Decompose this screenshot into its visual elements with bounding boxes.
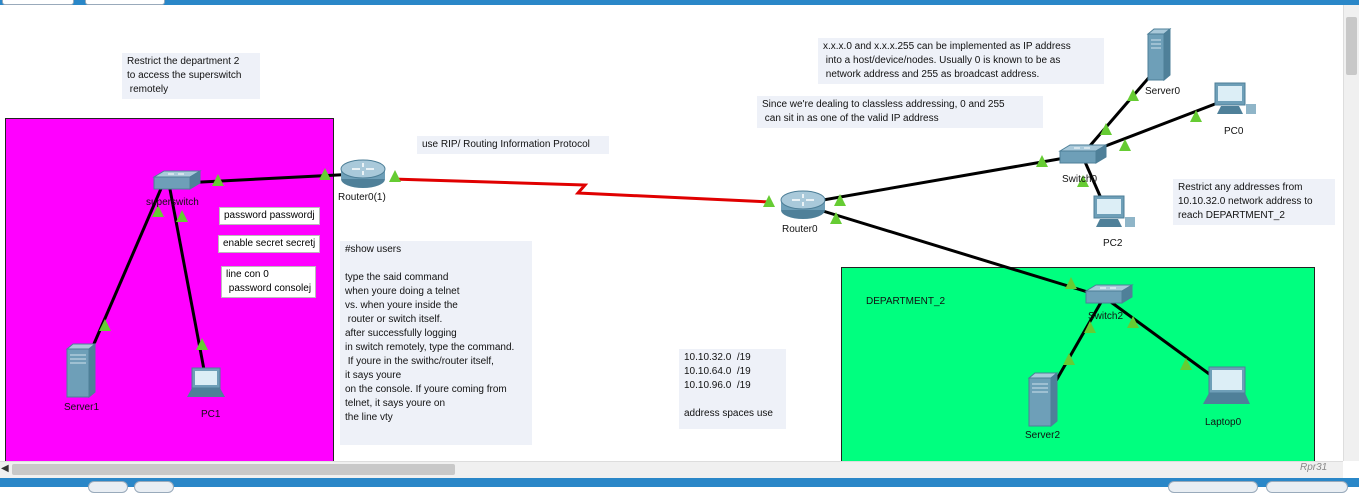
- server2-label: Server2: [1025, 430, 1061, 441]
- router-icon: [340, 159, 386, 188]
- laptop-laptop0[interactable]: [1201, 366, 1251, 411]
- server1-label: Server1: [64, 402, 100, 413]
- laptop0-label: Laptop0: [1205, 417, 1242, 428]
- pc-icon: [1093, 195, 1135, 227]
- vertical-scrollbar[interactable]: [1343, 5, 1359, 461]
- toolbar-button[interactable]: [2, 0, 74, 5]
- router-icon: [780, 190, 826, 219]
- toolbar-button[interactable]: [1266, 481, 1348, 493]
- link-superswitch-server1: [82, 183, 165, 368]
- switch-superswitch[interactable]: [150, 169, 202, 198]
- pc2-label: PC2: [1103, 238, 1123, 249]
- port-indicator: [1065, 277, 1077, 289]
- config-line-con: line con 0 password consolej: [221, 266, 317, 298]
- link-router0-switch0: [799, 153, 1083, 206]
- toolbar-button[interactable]: [1168, 481, 1258, 493]
- port-indicator: [196, 338, 208, 350]
- link-router0-switch2: [799, 202, 1105, 299]
- vertical-scroll-thumb[interactable]: [1346, 17, 1357, 75]
- horizontal-scroll-thumb[interactable]: [12, 464, 455, 475]
- router-router0[interactable]: [780, 188, 828, 225]
- laptop-icon: [1203, 366, 1250, 404]
- config-password: password passwordj: [219, 207, 320, 225]
- note-restrict-department-2: Restrict the department 2 to access the …: [122, 53, 260, 99]
- server-icon: [1146, 27, 1172, 82]
- pc0-label: PC0: [1224, 126, 1244, 137]
- router0-label: Router0: [782, 224, 818, 235]
- port-indicator: [1127, 89, 1139, 101]
- port-indicator: [1127, 316, 1139, 328]
- toolbar-button[interactable]: [88, 481, 128, 493]
- toolbar-button[interactable]: [134, 481, 174, 493]
- server-server0[interactable]: [1146, 27, 1172, 85]
- pc1-label: PC1: [201, 409, 221, 420]
- pc-icon: [1214, 82, 1256, 114]
- port-indicator: [1180, 358, 1192, 370]
- laptop-icon: [187, 367, 225, 397]
- note-rip: use RIP/ Routing Information Protocol: [417, 136, 609, 154]
- server-server1[interactable]: [65, 342, 99, 402]
- switch-switch0[interactable]: [1056, 143, 1108, 172]
- port-indicator: [152, 205, 164, 217]
- port-indicator: [830, 212, 842, 224]
- port-indicator: [1036, 155, 1048, 167]
- link-superswitch-pc1: [167, 183, 207, 376]
- port-indicator: [1084, 321, 1096, 333]
- switch-switch2[interactable]: [1082, 283, 1134, 312]
- logical-workspace[interactable]: DEPARTMENT_2: [0, 5, 1343, 461]
- note-restrict-any: Restrict any addresses from 10.10.32.0 n…: [1173, 179, 1335, 225]
- laptop-pc1[interactable]: [187, 367, 227, 404]
- top-toolbar: [0, 0, 1359, 5]
- horizontal-scrollbar[interactable]: ◀: [0, 461, 1343, 478]
- port-indicator: [1063, 353, 1075, 365]
- toolbar-button[interactable]: [85, 0, 165, 5]
- server0-label: Server0: [1145, 86, 1181, 97]
- link-switch0-server0: [1080, 66, 1160, 156]
- note-classless: Since we're dealing to classless address…: [757, 96, 1043, 128]
- department-2-label: DEPARTMENT_2: [866, 296, 946, 307]
- superswitch-label: superswitch: [146, 197, 199, 208]
- corner-watermark: Rpr31: [1300, 462, 1328, 473]
- note-address-zero-broadcast: x.x.x.0 and x.x.x.255 can be implemented…: [818, 38, 1104, 84]
- note-address-spaces: 10.10.32.0 /19 10.10.64.0 /19 10.10.96.0…: [679, 349, 786, 429]
- note-show-users: #show users type the said command when y…: [340, 241, 532, 445]
- link-switch2-laptop0: [1103, 295, 1228, 389]
- scroll-left-icon[interactable]: ◀: [1, 463, 9, 474]
- port-indicator: [834, 194, 846, 206]
- bottom-toolbar: [0, 478, 1359, 493]
- pc-pc0[interactable]: [1213, 82, 1259, 121]
- port-indicator: [99, 319, 111, 331]
- port-indicator: [1100, 123, 1112, 135]
- router-router0-1[interactable]: [340, 157, 388, 194]
- server-icon: [1027, 371, 1059, 428]
- port-indicator: [389, 170, 401, 182]
- port-indicator: [319, 168, 331, 180]
- port-indicator: [212, 174, 224, 186]
- switch-icon: [152, 170, 202, 190]
- port-indicator: [1190, 110, 1202, 122]
- port-indicator: [1077, 175, 1089, 187]
- config-enable-secret: enable secret secretj: [218, 235, 321, 253]
- server-icon: [65, 342, 97, 399]
- port-indicator: [1119, 139, 1131, 151]
- router0-1-label: Router0(1): [338, 192, 386, 203]
- pc-pc2[interactable]: [1092, 195, 1138, 234]
- switch-icon: [1084, 284, 1134, 304]
- department-2-area: [841, 267, 1315, 461]
- switch2-label: Switch2: [1088, 311, 1124, 322]
- port-indicator: [176, 210, 188, 222]
- switch-icon: [1058, 144, 1108, 164]
- serial-link-router01-router0: [391, 177, 771, 204]
- server-server2[interactable]: [1027, 371, 1061, 431]
- port-indicator: [763, 195, 775, 207]
- switch0-label: Switch0: [1062, 174, 1098, 185]
